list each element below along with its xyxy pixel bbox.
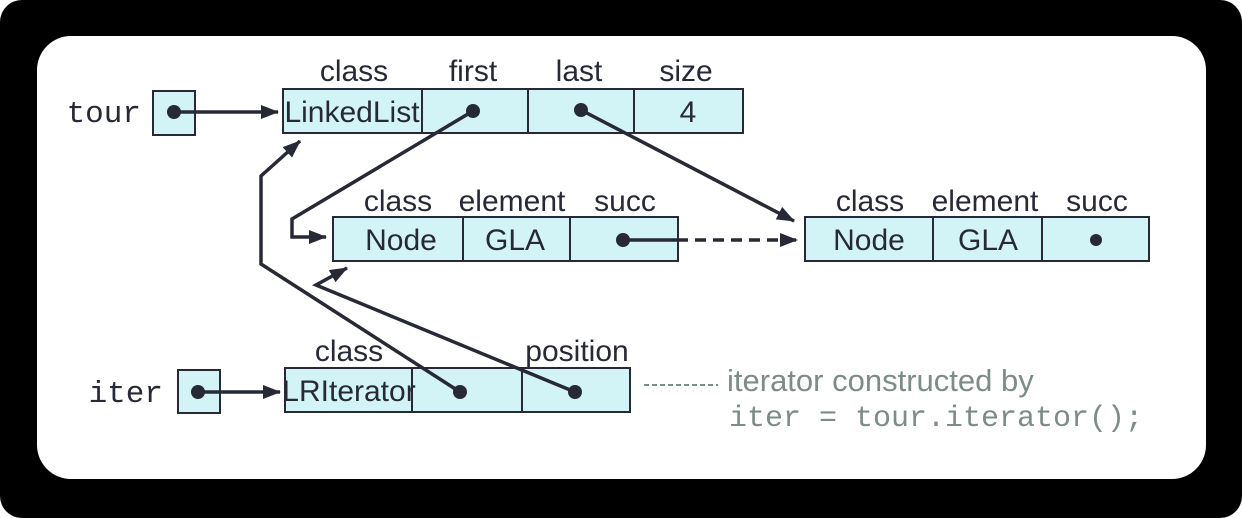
iterator-class-value: LRIterator <box>282 375 415 408</box>
node1-header-element: element <box>459 185 566 218</box>
node2-succ-null-dot <box>1090 234 1102 246</box>
last-to-node2-arrow <box>580 108 795 223</box>
linkedlist-class-value: LinkedList <box>284 96 420 129</box>
node2-class-cell <box>804 216 934 262</box>
node1-header-class: class <box>364 185 432 218</box>
linkedlist-header-last: last <box>556 55 603 88</box>
node2-class-value: Node <box>833 224 905 257</box>
iterator-header-class: class <box>315 335 383 368</box>
node1-record: class element succ Node GLA <box>332 185 679 262</box>
iterator-position-to-node1-arrow <box>311 266 576 394</box>
first-to-node1-arrow <box>290 109 474 244</box>
iterator-list-cell <box>411 367 523 413</box>
variable-label-iter: iter <box>89 377 163 412</box>
node1-element-cell <box>462 216 571 262</box>
iterator-list-to-linkedlist-arrow <box>259 139 461 394</box>
linkedlist-size-value: 4 <box>680 96 697 129</box>
legend: iterator constructed by iter = tour.iter… <box>644 363 1143 436</box>
linkedlist-header-size: size <box>659 55 712 88</box>
node2-header-element: element <box>932 185 1039 218</box>
node2-header-class: class <box>836 185 904 218</box>
linkedlist-size-cell <box>633 88 744 134</box>
linkedlist-class-cell <box>282 88 423 134</box>
node1-element-value: GLA <box>485 224 545 257</box>
variable-label-tour: tour <box>67 97 141 132</box>
node1-class-value: Node <box>365 224 437 257</box>
node1-header-succ: succ <box>594 185 656 218</box>
linkedlist-header-first: first <box>449 55 498 88</box>
node2-header-succ: succ <box>1066 185 1128 218</box>
linkedlist-record: class first last size LinkedList 4 <box>282 55 744 134</box>
node2-record: class element succ Node GLA <box>804 185 1150 262</box>
linkedlist-header-class: class <box>320 55 388 88</box>
legend-code: iter = tour.iterator(); <box>729 402 1143 436</box>
node2-element-value: GLA <box>958 224 1018 257</box>
legend-caption: iterator constructed by <box>727 363 1034 398</box>
iterator-record: class position LRIterator <box>282 335 631 413</box>
iterator-header-position: position <box>525 335 628 368</box>
node1-class-cell <box>332 216 464 262</box>
